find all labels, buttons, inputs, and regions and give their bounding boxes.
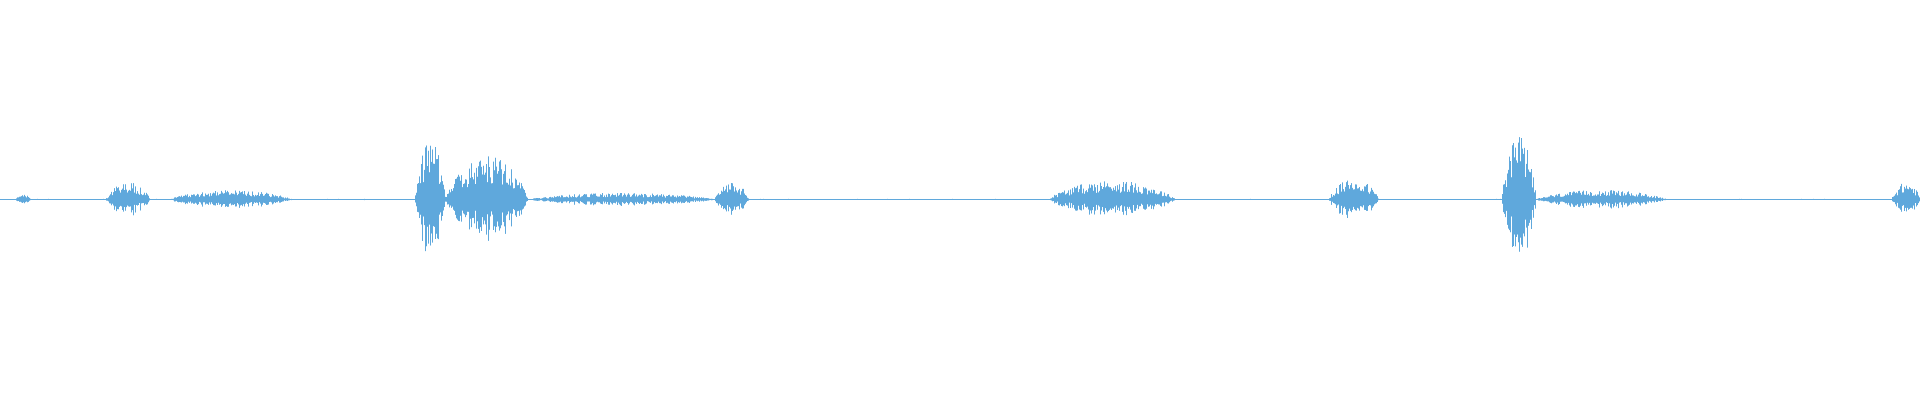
waveform-samples <box>0 137 1920 252</box>
waveform-sample-path <box>0 137 1920 252</box>
